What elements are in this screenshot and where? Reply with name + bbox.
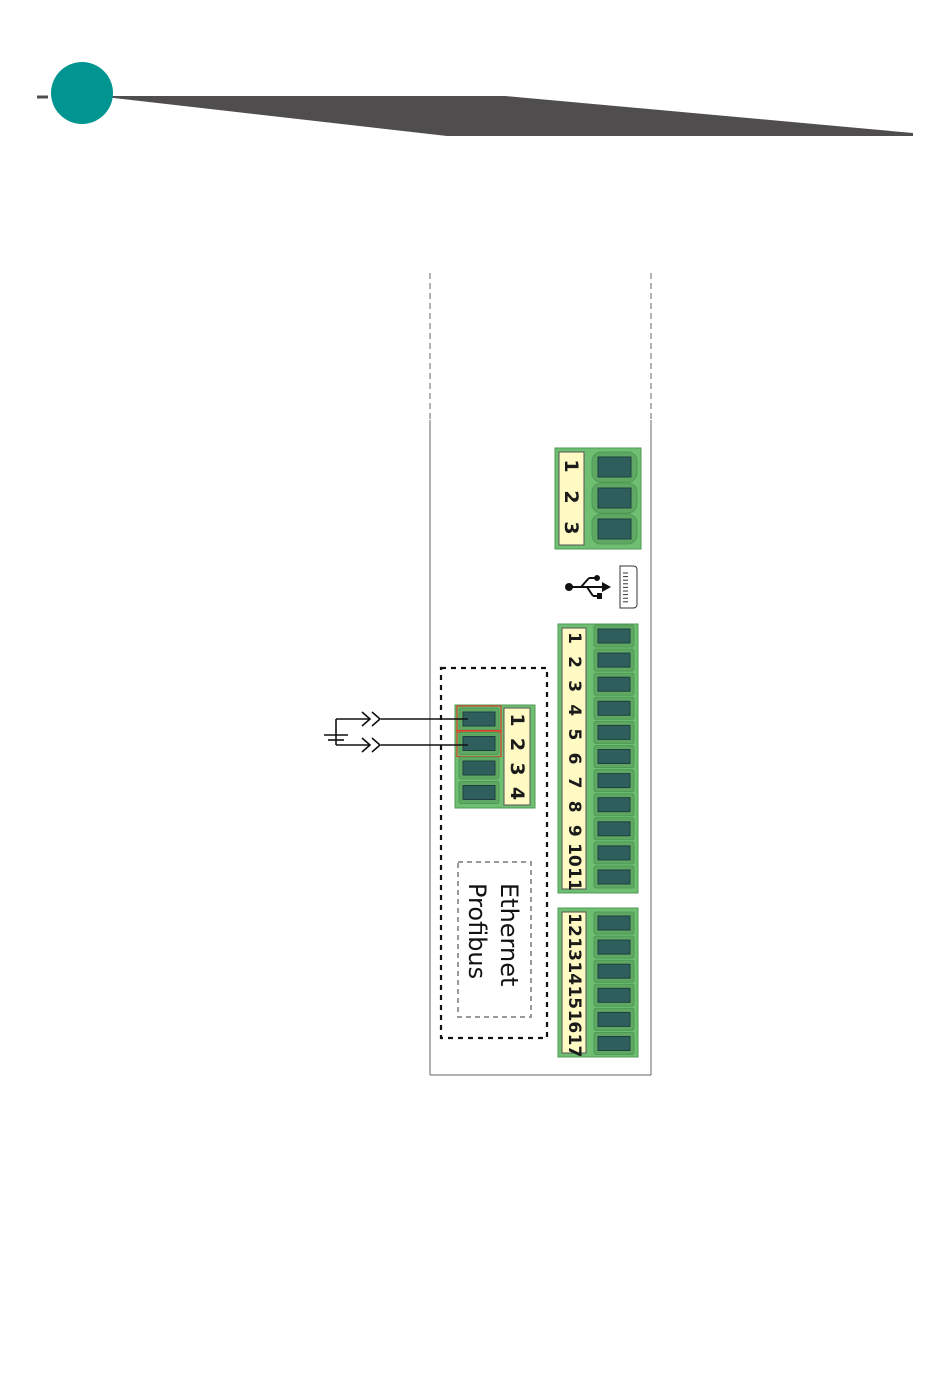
page-header-decoration xyxy=(37,62,913,136)
terminal-label: 4 xyxy=(506,787,528,800)
terminal-label: 1 xyxy=(560,459,582,472)
terminal-socket xyxy=(594,673,634,695)
terminal-socket xyxy=(592,483,637,513)
terminal-socket xyxy=(594,625,634,647)
ethernet-profibus-connector: Ethernet Profibus xyxy=(458,862,531,1017)
terminal-socket xyxy=(594,842,634,864)
profibus-label: Profibus xyxy=(463,883,491,979)
terminal-socket xyxy=(594,866,634,888)
terminal-label: 3 xyxy=(560,521,582,534)
micro-usb-port-icon xyxy=(620,566,637,608)
terminal-socket xyxy=(594,984,634,1006)
terminal-label: 2 xyxy=(564,656,584,668)
terminal-socket xyxy=(592,452,637,482)
terminal-socket xyxy=(594,649,634,671)
external-wiring xyxy=(324,712,468,752)
terminal-label: 1 xyxy=(506,713,528,726)
terminal-label: 6 xyxy=(564,753,584,765)
header-band xyxy=(96,96,913,136)
terminal-label: 14 xyxy=(564,961,584,985)
terminal-label: 1 xyxy=(564,632,584,644)
terminal-socket xyxy=(594,794,634,816)
terminal-socket xyxy=(459,757,499,779)
terminal-label: 10 xyxy=(564,843,584,867)
terminal-label: 9 xyxy=(564,825,584,837)
terminal-socket xyxy=(594,818,634,840)
terminal-label: 12 xyxy=(564,913,584,937)
wire-1-chevron-b xyxy=(372,712,380,726)
terminal-socket xyxy=(594,936,634,958)
terminal-label: 2 xyxy=(506,738,528,751)
terminal-label: 16 xyxy=(564,1010,584,1034)
terminal-block-option: 1 2 3 4 xyxy=(455,705,535,808)
terminal-label: 8 xyxy=(564,801,584,813)
terminal-label: 15 xyxy=(564,985,584,1009)
terminal-socket xyxy=(459,782,499,804)
wire-2-chevron-b xyxy=(372,738,380,752)
terminal-socket xyxy=(457,731,501,757)
terminal-label: 2 xyxy=(560,490,582,503)
terminal-socket xyxy=(594,746,634,768)
terminal-label: 3 xyxy=(506,762,528,775)
terminal-socket xyxy=(592,514,637,544)
terminal-label: 5 xyxy=(564,728,584,740)
terminal-socket xyxy=(594,960,634,982)
terminal-block-top: 1 2 3 xyxy=(555,448,641,549)
terminal-label: 7 xyxy=(564,777,584,789)
terminal-socket xyxy=(594,912,634,934)
terminal-label: 4 xyxy=(564,704,584,716)
terminal-socket xyxy=(594,770,634,792)
terminal-socket xyxy=(594,721,634,743)
terminal-socket xyxy=(594,697,634,719)
terminal-label: 3 xyxy=(564,680,584,692)
terminal-socket xyxy=(594,1033,634,1055)
terminal-label: 11 xyxy=(564,867,584,891)
terminal-socket xyxy=(594,1008,634,1030)
terminal-label: 13 xyxy=(564,937,584,961)
usb-icon xyxy=(565,575,611,599)
terminal-label: 17 xyxy=(564,1034,584,1058)
header-circle xyxy=(51,62,113,124)
ethernet-label: Ethernet xyxy=(495,883,523,986)
